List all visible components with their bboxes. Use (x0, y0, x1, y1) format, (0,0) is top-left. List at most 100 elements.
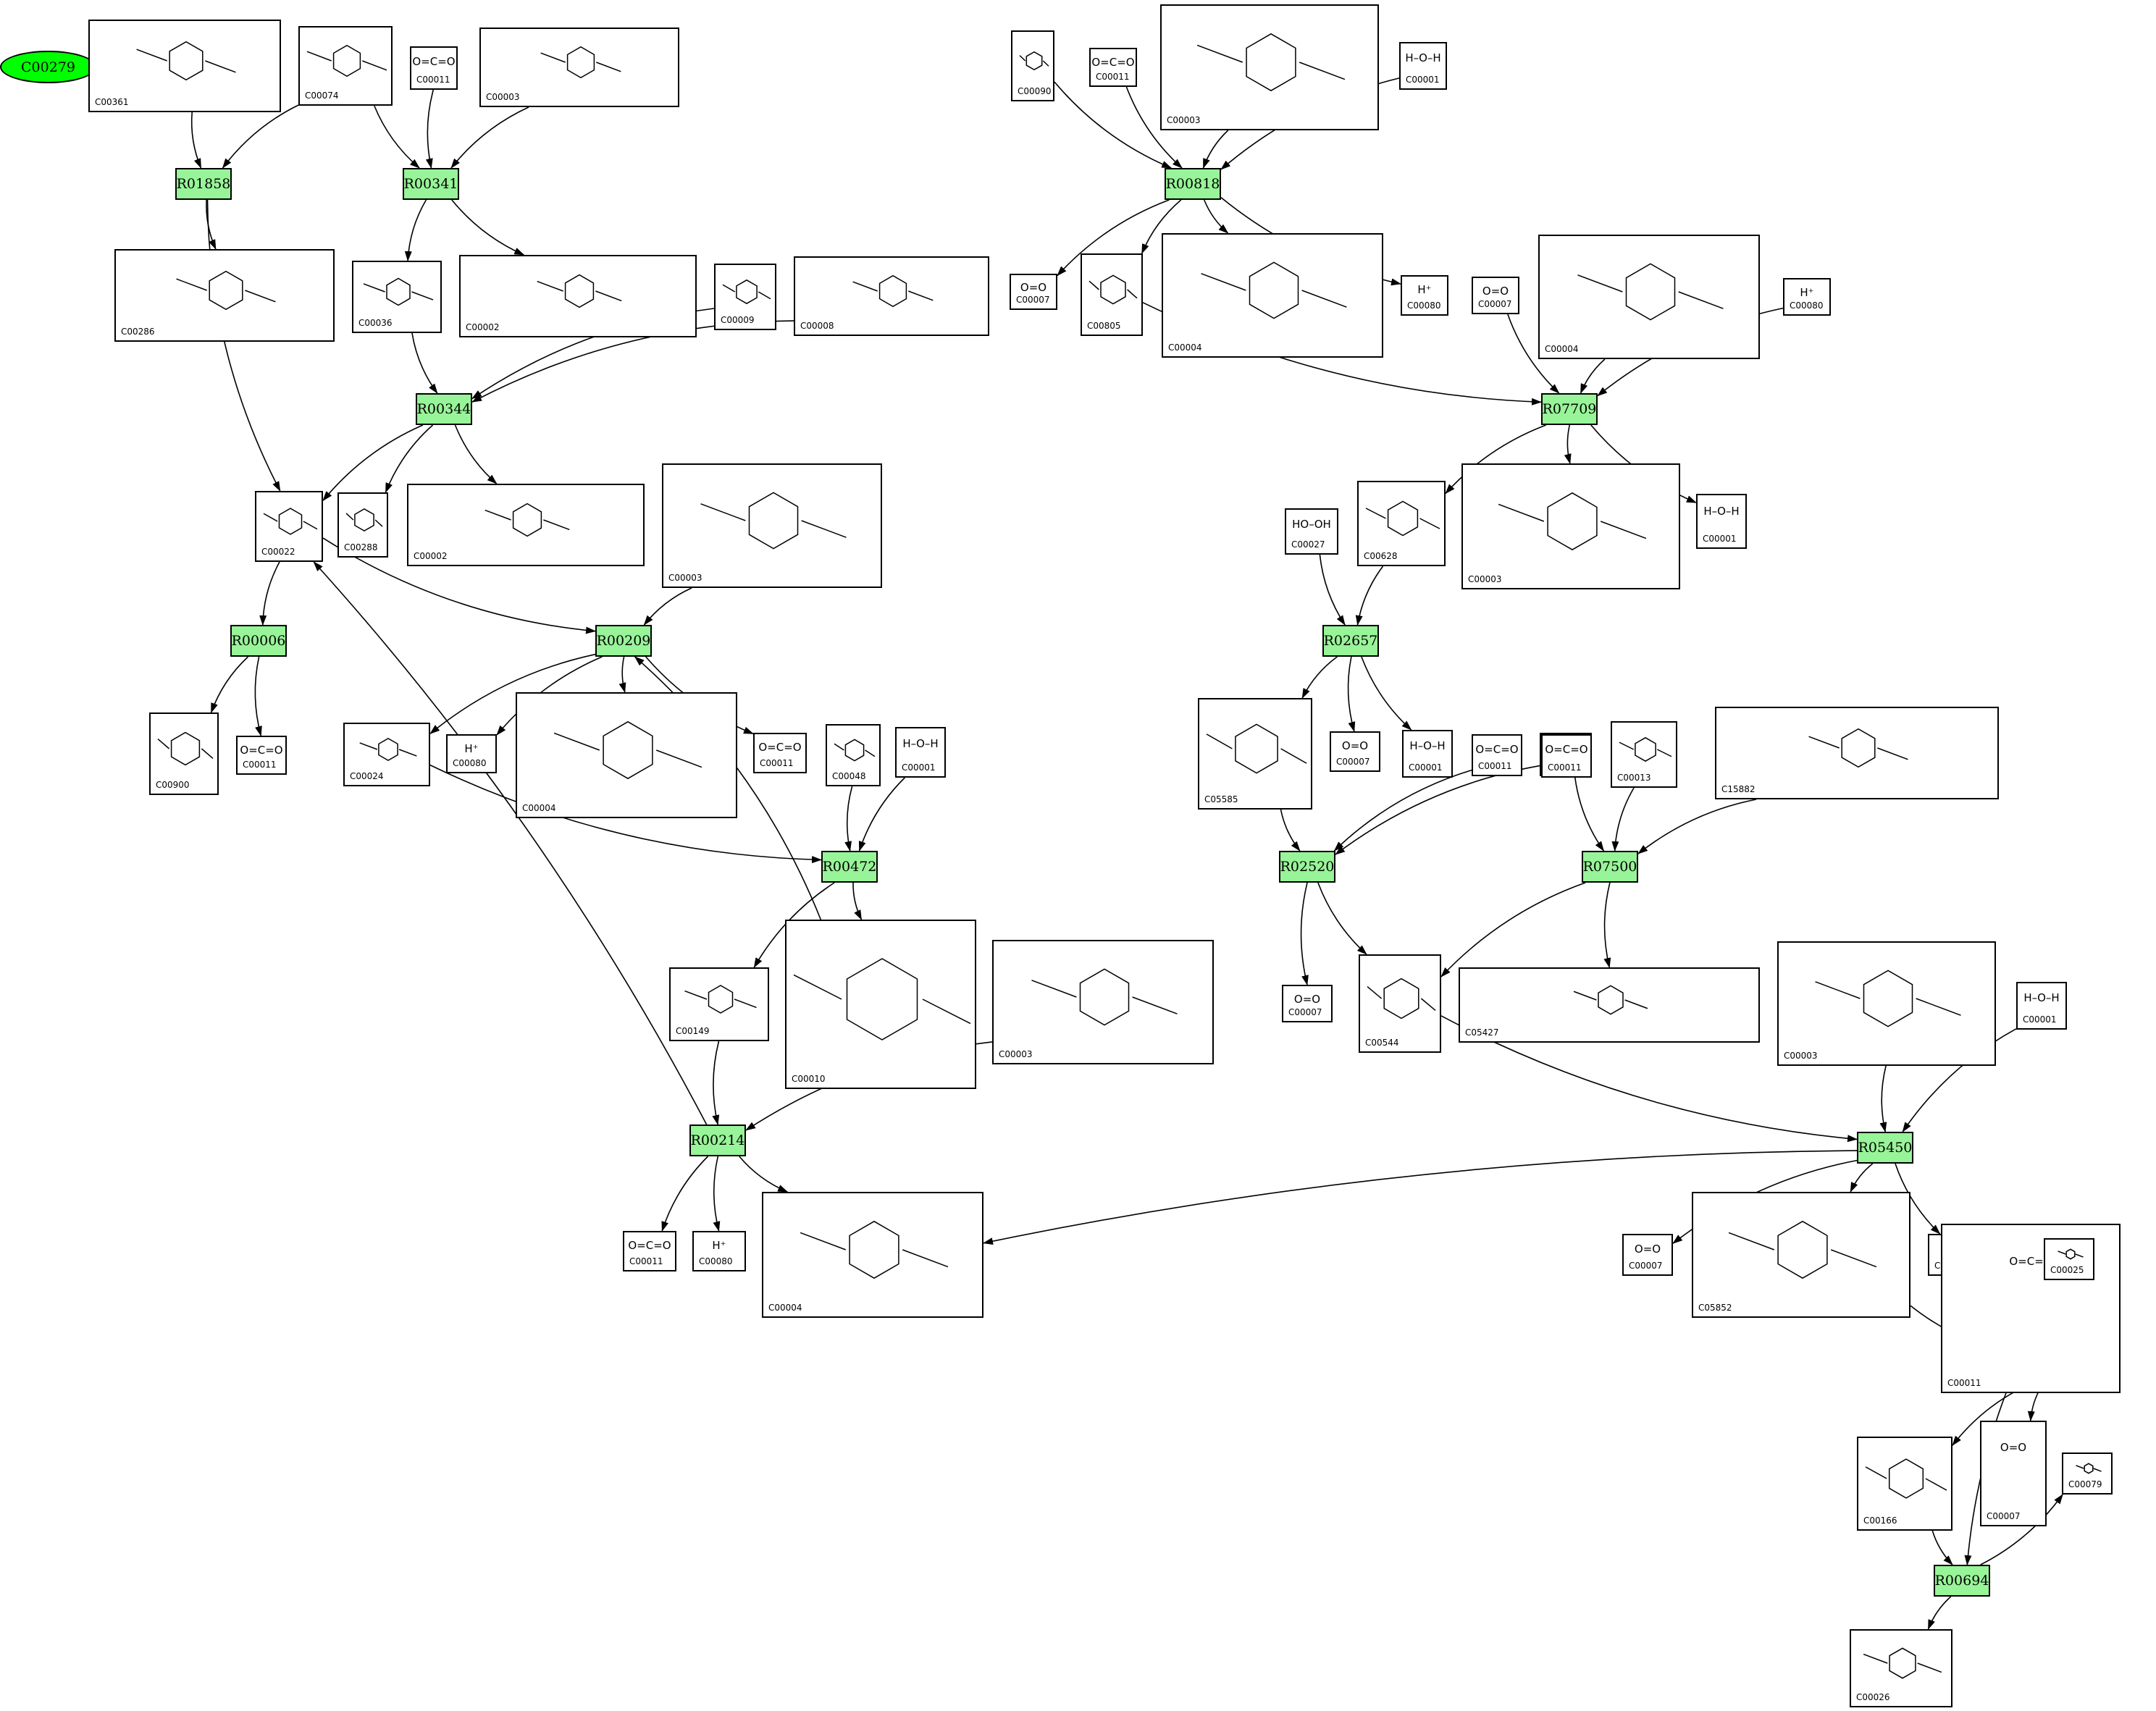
molecule-structure-icon (2076, 1463, 2102, 1474)
compound-id: C00001 (902, 762, 936, 773)
compound-node[interactable]: C00166 (1857, 1437, 1952, 1531)
compound-node[interactable]: C00544 (1359, 954, 1441, 1053)
compound-node[interactable]: C05852 (1692, 1192, 1910, 1318)
compound-node[interactable]: C00004 (1162, 233, 1383, 358)
reaction-node[interactable]: R00341 (403, 168, 459, 200)
target-compound[interactable]: C00279 (0, 51, 96, 83)
compound-node[interactable]: C00002 (407, 484, 645, 566)
compound-formula: O=C=O (628, 1239, 671, 1253)
compound-node[interactable]: C00900 (149, 712, 219, 795)
compound-node[interactable]: C00288 (337, 492, 388, 558)
compound-node[interactable]: C00003 (1461, 463, 1680, 589)
compound-node[interactable]: H⁺C00080 (1783, 278, 1831, 316)
compound-node[interactable]: C00004 (516, 692, 737, 818)
compound-node[interactable]: C00003 (662, 463, 882, 588)
compound-node[interactable]: C00022 (255, 491, 323, 562)
compound-node[interactable]: C05427 (1459, 967, 1760, 1043)
molecule-structure-icon (793, 958, 971, 1041)
compound-node[interactable]: H⁺C00080 (1401, 275, 1448, 316)
compound-node[interactable]: C00026 (1850, 1629, 1952, 1707)
compound-node[interactable]: C00024 (343, 723, 430, 786)
reaction-node[interactable]: R02520 (1279, 851, 1335, 883)
reaction-node[interactable]: R05450 (1857, 1132, 1913, 1164)
compound-node[interactable]: C00010 (785, 920, 976, 1089)
compound-formula: H⁺ (712, 1239, 726, 1253)
compound-id: C00544 (1365, 1038, 1399, 1048)
pathway-edge (1054, 81, 1173, 169)
compound-node[interactable]: H⁺C00080 (692, 1231, 746, 1271)
compound-node[interactable]: C00025 (2044, 1238, 2094, 1280)
compound-id: C00074 (305, 91, 339, 101)
molecule-structure-icon (1863, 1647, 1942, 1679)
compound-node[interactable]: C00013 (1611, 721, 1677, 788)
reaction-node[interactable]: R00472 (821, 851, 878, 883)
compound-node[interactable]: C00079 (2062, 1453, 2113, 1495)
compound-node[interactable]: C00048 (826, 724, 881, 786)
pathway-edge (404, 199, 427, 261)
compound-node[interactable]: C00004 (762, 1192, 983, 1318)
compound-node[interactable]: C00036 (352, 261, 442, 333)
pathway-edge (1335, 765, 1540, 855)
compound-node[interactable]: C00286 (114, 249, 335, 342)
pathway-edge (1879, 1065, 1887, 1132)
reaction-node[interactable]: R02657 (1322, 625, 1379, 657)
pathway-edge (1440, 1015, 1858, 1143)
reaction-node[interactable]: R00214 (689, 1124, 746, 1156)
compound-node[interactable]: C00003 (479, 28, 679, 107)
compound-node[interactable]: C00074 (298, 26, 393, 106)
reaction-node[interactable]: R07709 (1541, 393, 1598, 425)
compound-formula: O=C=O (2009, 1255, 2052, 1269)
compound-node[interactable]: H⁺C00080 (446, 734, 497, 773)
compound-node[interactable]: C00361 (88, 20, 281, 112)
compound-node[interactable]: C00149 (669, 967, 769, 1041)
compound-formula: H–O–H (1409, 739, 1446, 753)
compound-node[interactable]: C00003 (992, 940, 1214, 1064)
reaction-node[interactable]: R00209 (595, 625, 652, 657)
reaction-node[interactable]: R00006 (230, 625, 287, 657)
reaction-node[interactable]: R00694 (1934, 1565, 1990, 1597)
reaction-node[interactable]: R01858 (175, 168, 232, 200)
pathway-edge (1280, 809, 1301, 852)
compound-id: C00004 (522, 803, 556, 813)
compound-node[interactable]: C00009 (714, 264, 776, 330)
reaction-node[interactable]: R07500 (1582, 851, 1638, 883)
compound-node[interactable]: C00004 (1538, 235, 1760, 359)
compound-node[interactable]: C15882 (1715, 707, 1999, 799)
compound-node[interactable]: C00805 (1081, 253, 1143, 336)
compound-formula: O=O (1020, 281, 1047, 295)
molecule-structure-icon (1808, 728, 1908, 768)
compound-node[interactable]: C00003 (1777, 941, 1996, 1066)
compound-node[interactable]: C00090 (1011, 30, 1054, 101)
compound-id: C00003 (999, 1049, 1033, 1059)
reaction-node[interactable]: R00818 (1165, 168, 1221, 200)
reaction-node[interactable]: R00344 (416, 393, 472, 425)
pathway-edge (222, 104, 299, 169)
compound-node[interactable]: C00628 (1357, 481, 1446, 566)
pathway-edge (1895, 1163, 1941, 1235)
compound-id: C00013 (1617, 773, 1651, 783)
compound-node[interactable]: C00003 (1160, 4, 1379, 130)
pathway-edge (739, 1156, 789, 1193)
compound-node[interactable]: C00008 (794, 256, 989, 336)
compound-node[interactable]: C05585 (1198, 698, 1312, 810)
compound-node[interactable]: C00002 (459, 255, 697, 337)
